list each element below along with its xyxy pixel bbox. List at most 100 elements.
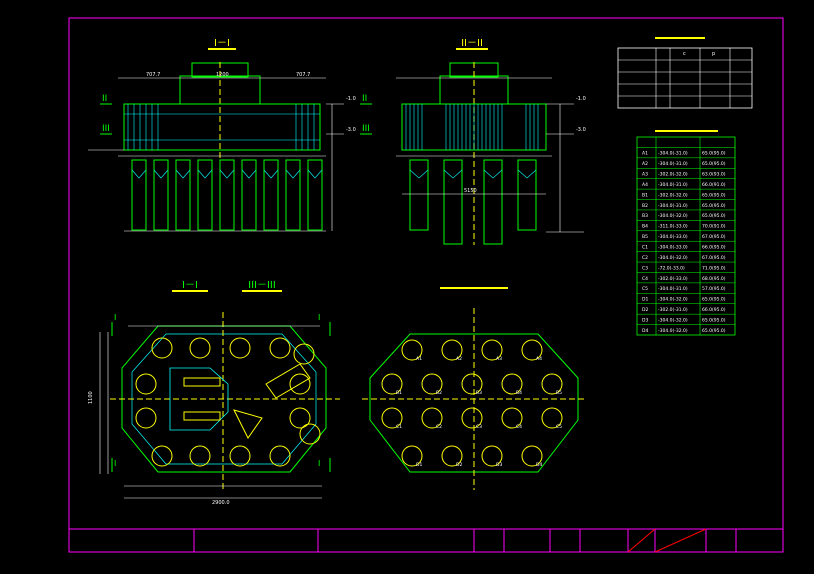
table2-v: 68.0(95.0) (702, 276, 726, 282)
table2-id: C1 (642, 245, 648, 251)
table2-c: -302.0(-32.0) (658, 172, 688, 178)
pile-circle (289, 407, 311, 429)
plan-title-b: III－III (248, 280, 276, 291)
table2-v: 65.0(95.0) (702, 213, 726, 219)
pile-circle (299, 423, 321, 445)
pile (175, 159, 191, 231)
pile-label: C1 (396, 424, 402, 430)
section-2-2: II－II 5150 -1.0 -3.0 (396, 38, 586, 245)
pile-circle (401, 339, 423, 361)
pile-circle (135, 407, 157, 429)
table2-c: -304.0(-33.0) (658, 234, 688, 240)
table2-c: -304.0(-32.0) (658, 317, 688, 323)
pile (131, 159, 147, 231)
pile-label: C2 (436, 424, 442, 430)
table2-id: A4 (642, 182, 648, 188)
pile (443, 159, 463, 245)
table2-v: 65.0(95.0) (702, 151, 726, 157)
table2-c: -72.0(-33.0) (658, 265, 685, 271)
plan-total-dim: 2900.0 (212, 500, 230, 506)
pile (197, 159, 213, 231)
table2-c: -311.0(-33.0) (658, 224, 688, 230)
table1-col-c: c (683, 51, 686, 57)
pile-label: A3 (496, 356, 502, 362)
pile-circle (189, 337, 211, 359)
table2-id: C3 (642, 265, 648, 271)
pile-circle (269, 337, 291, 359)
pile-label: B2 (436, 390, 442, 396)
elev-2b: -3.0 (576, 127, 586, 133)
section-1-1: I－I 707.7 707.7 1200 II III II III -1.0 … (88, 38, 372, 232)
elev-1a: -1.0 (346, 96, 356, 102)
pile-circle (521, 445, 543, 467)
plan-mark-bl: I (114, 459, 116, 468)
table2-id: D1 (642, 297, 648, 303)
table2-id: D3 (642, 317, 648, 323)
pile (483, 159, 503, 245)
pile-circle (381, 407, 403, 429)
table2-v: 65.0(95.0) (702, 317, 726, 323)
pile-circle (289, 373, 311, 395)
pile-label: D1 (416, 462, 422, 468)
table2-id: C4 (642, 276, 648, 282)
pile (409, 159, 429, 231)
table2-id: B2 (642, 203, 648, 209)
pile-circle (481, 445, 503, 467)
pile-circle (151, 337, 173, 359)
pile-label: B4 (516, 390, 522, 396)
table-2: A1-304.0(-31.0)65.0(95.0)A2-304.0(-31.0)… (636, 130, 736, 336)
pile-label: A1 (416, 356, 422, 362)
pile-circle (381, 373, 403, 395)
table2-c: -304.0(-32.0) (658, 213, 688, 219)
section-2-title: II－II (461, 38, 483, 49)
section-1-title: I－I (214, 38, 230, 49)
table2-c: -304.0(-32.0) (658, 297, 688, 303)
pile-label: C4 (516, 424, 522, 430)
table2-v: 65.0(95.0) (702, 297, 726, 303)
pile (263, 159, 279, 231)
pile (241, 159, 257, 231)
table2-c: -304.0(-31.0) (658, 182, 688, 188)
pile (219, 159, 235, 231)
table2-id: B5 (642, 234, 648, 240)
table2-c: -304.0(-31.0) (658, 286, 688, 292)
table2-id: A1 (642, 151, 648, 157)
pile-circle (541, 407, 563, 429)
pile-label: C5 (556, 424, 562, 430)
pile-circle (541, 373, 563, 395)
plan-mark-tr: I (318, 313, 320, 322)
table2-id: B4 (642, 224, 648, 230)
table2-c: -302.0(-32.0) (658, 192, 688, 198)
elev-1b: -3.0 (346, 127, 356, 133)
table2-id: D2 (642, 307, 648, 313)
table2-v: 66.0(95.0) (702, 245, 726, 251)
pile-circle (521, 339, 543, 361)
table-1: c p (617, 37, 753, 109)
table2-id: B1 (642, 192, 648, 198)
table2-c: -304.0(-31.0) (658, 151, 688, 157)
pile-label: C3 (476, 424, 482, 430)
drawing-frame (68, 17, 784, 553)
table2-id: A3 (642, 172, 648, 178)
pile-circle (421, 407, 443, 429)
pile-circle (229, 445, 251, 467)
pile-label: B5 (556, 390, 562, 396)
pile-label: A2 (456, 356, 462, 362)
pile (153, 159, 169, 231)
pile (517, 159, 537, 231)
plan-title-a: I－I (182, 280, 198, 291)
pile-circle (401, 445, 423, 467)
table1-col-p: p (712, 51, 715, 57)
plan-mark-tl: I (114, 313, 116, 322)
pile-label: A4 (536, 356, 542, 362)
dim-top-right: 707.7 (296, 72, 310, 78)
pile-circle (441, 445, 463, 467)
table2-c: -304.0(-32.0) (658, 328, 688, 334)
pile-circle (461, 373, 483, 395)
table2-v: 63.0(93.0) (702, 172, 726, 178)
table2-v: 65.0(95.0) (702, 161, 726, 167)
table2-c: -302.0(-33.0) (658, 276, 688, 282)
pile-label: D4 (536, 462, 542, 468)
table2-v: 66.0(95.0) (702, 307, 726, 313)
